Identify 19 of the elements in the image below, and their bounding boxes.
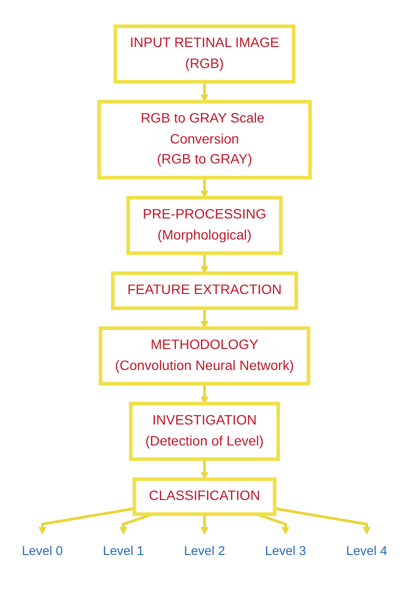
- node-box: INPUT RETINAL IMAGE (RGB): [113, 24, 296, 84]
- node-text: Level 1: [102, 543, 144, 558]
- node-text: Level 2: [184, 543, 226, 558]
- arrow: [200, 459, 208, 480]
- node-box: PRE-PROCESSING (Morphological): [126, 196, 283, 255]
- node-box: INVESTIGATION (Detection of Level): [129, 402, 280, 461]
- node-box: CLASSIFICATION: [132, 477, 276, 516]
- arrow: [200, 308, 208, 328]
- node-box: FEATURE EXTRACTION: [110, 271, 298, 310]
- arrow: [200, 514, 208, 534]
- node-text: Level 4: [346, 543, 388, 558]
- arrow: [200, 82, 208, 102]
- node-text: Level 3: [265, 543, 306, 558]
- arrow: [200, 384, 208, 404]
- node-box: RGB to GRAY Scale Conversion (RGB to GRAY): [97, 100, 312, 180]
- node-box: METHODOLOGY (Convolution Neural Network): [98, 326, 310, 386]
- node-text: Level 0: [22, 543, 63, 558]
- arrow: [200, 178, 208, 198]
- arrow: [200, 253, 208, 274]
